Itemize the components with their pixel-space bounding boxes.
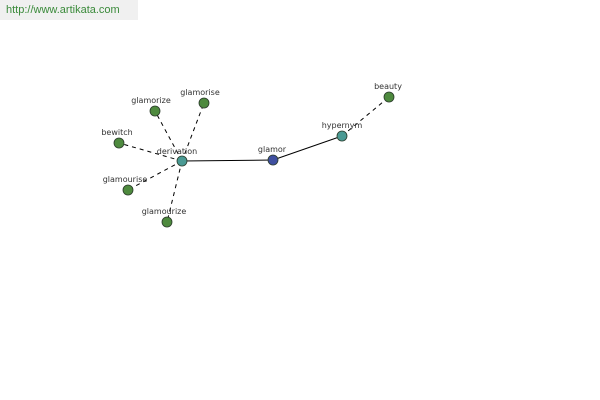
edges-layer xyxy=(118,96,390,223)
edge-derivation-glamorise xyxy=(181,102,205,162)
edge-derivation-glamor xyxy=(181,159,274,162)
nodes-layer xyxy=(113,91,395,228)
node-bewitch[interactable] xyxy=(113,137,125,149)
node-label-glamourise: glamourise xyxy=(103,175,148,184)
node-label-glamorize: glamorize xyxy=(131,96,171,105)
node-label-beauty: beauty xyxy=(374,82,402,91)
node-hypernym[interactable] xyxy=(336,130,348,142)
edge-hypernym-beauty xyxy=(341,96,390,137)
edge-glamor-hypernym xyxy=(272,135,343,161)
node-glamorize[interactable] xyxy=(149,105,161,117)
node-label-hypernym: hypernym xyxy=(322,121,363,130)
edge-derivation-glamourise xyxy=(127,160,183,191)
node-derivation[interactable] xyxy=(176,155,188,167)
node-glamorise[interactable] xyxy=(198,97,210,109)
node-label-glamor: glamor xyxy=(258,145,287,154)
node-label-derivation: derivation xyxy=(157,147,197,156)
edge-derivation-bewitch xyxy=(118,142,183,162)
node-beauty[interactable] xyxy=(383,91,395,103)
node-glamourise[interactable] xyxy=(122,184,134,196)
source-link[interactable]: http://www.artikata.com xyxy=(6,4,120,16)
source-banner: http://www.artikata.com xyxy=(0,0,138,20)
edge-derivation-glamourize xyxy=(166,160,183,223)
node-label-glamorise: glamorise xyxy=(180,88,220,97)
node-label-glamourize: glamourize xyxy=(142,207,187,216)
node-label-bewitch: bewitch xyxy=(101,128,132,137)
edge-derivation-glamorize xyxy=(154,110,183,162)
node-glamor[interactable] xyxy=(267,154,279,166)
labels-layer: glamor derivation hypernym beauty glamorize g… xyxy=(101,82,402,216)
node-glamourize[interactable] xyxy=(161,216,173,228)
